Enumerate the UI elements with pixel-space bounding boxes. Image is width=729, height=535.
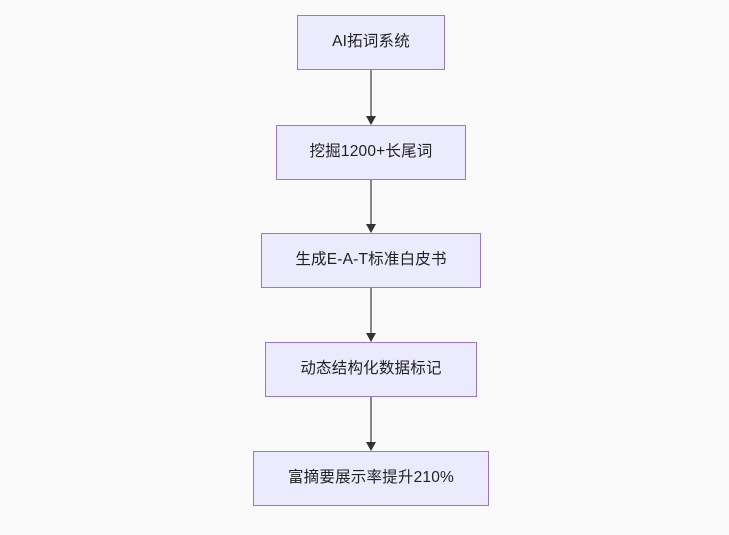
arrowhead-icon (366, 116, 376, 125)
edge-line (370, 288, 372, 334)
flow-node-longtail-mining[interactable]: 挖掘1200+长尾词 (276, 125, 466, 180)
edge-line (370, 180, 372, 225)
flow-node-rich-snippet-result[interactable]: 富摘要展示率提升210% (253, 451, 489, 506)
flow-node-label: 生成E-A-T标准白皮书 (295, 251, 447, 269)
edge-line (370, 70, 372, 117)
arrowhead-icon (366, 333, 376, 342)
arrowhead-icon (366, 442, 376, 451)
flow-node-label: 挖掘1200+长尾词 (309, 143, 433, 161)
flow-node-structured-data-markup[interactable]: 动态结构化数据标记 (265, 342, 477, 397)
edge-line (370, 397, 372, 443)
flow-node-label: 动态结构化数据标记 (300, 360, 442, 378)
flow-node-ai-keyword-system[interactable]: AI拓词系统 (297, 15, 445, 70)
flow-node-eat-whitepaper[interactable]: 生成E-A-T标准白皮书 (261, 233, 481, 288)
flow-node-label: 富摘要展示率提升210% (287, 469, 455, 487)
flow-node-label: AI拓词系统 (332, 33, 410, 51)
arrowhead-icon (366, 224, 376, 233)
